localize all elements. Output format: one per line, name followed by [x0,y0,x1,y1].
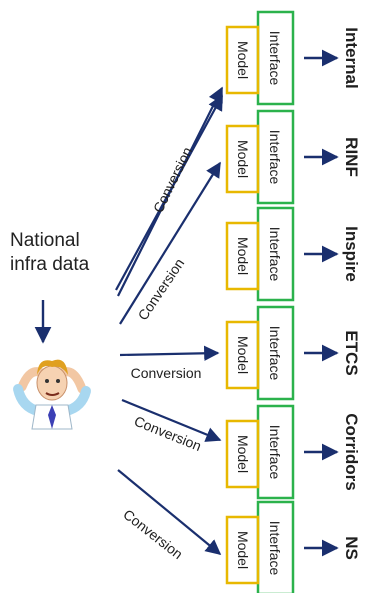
model-label-inspire: Model [235,237,251,275]
interface-label-rinf: Interface [267,130,283,185]
source-label-line2: infra data [10,254,90,275]
model-label-rinf: Model [235,140,251,178]
source-label-line1: National [10,230,80,251]
interface-label-corridors: Interface [267,425,283,480]
target-label-etcs: ETCS [342,330,361,375]
interface-label-inspire: Interface [267,227,283,282]
conversion-arrow-corridors [121,398,222,442]
model-box-rinf [225,124,260,194]
interface-label-internal: Interface [267,31,283,86]
conversion-arrow-inspire [119,161,221,325]
interface-label-ns: Interface [267,521,283,576]
model-box-internal [225,25,260,95]
conversion-arrow-ns [117,469,222,555]
target-label-corridors: Corridors [342,413,361,490]
target-label-inspire: Inspire [342,226,361,282]
conversion-label-etcs: Conversion [131,365,202,381]
target-label-rinf: RINF [342,137,361,177]
target-label-internal: Internal [342,27,361,88]
model-box-etcs [225,320,260,390]
stressed-person-icon [13,359,91,430]
model-label-etcs: Model [235,336,251,374]
model-label-internal: Model [235,41,251,79]
model-label-corridors: Model [235,435,251,473]
model-box-inspire [225,221,260,291]
target-label-ns: NS [342,536,361,560]
interface-label-etcs: Interface [267,326,283,381]
conversion-label-rinf: Conversion [150,144,195,215]
conversion-arrow-rinf [117,86,223,297]
conversion-label-ns: Conversion [120,506,186,562]
model-box-ns [225,515,260,585]
conversion-arrow-etcs [119,345,220,361]
model-box-corridors [225,419,260,489]
model-label-ns: Model [235,531,251,569]
